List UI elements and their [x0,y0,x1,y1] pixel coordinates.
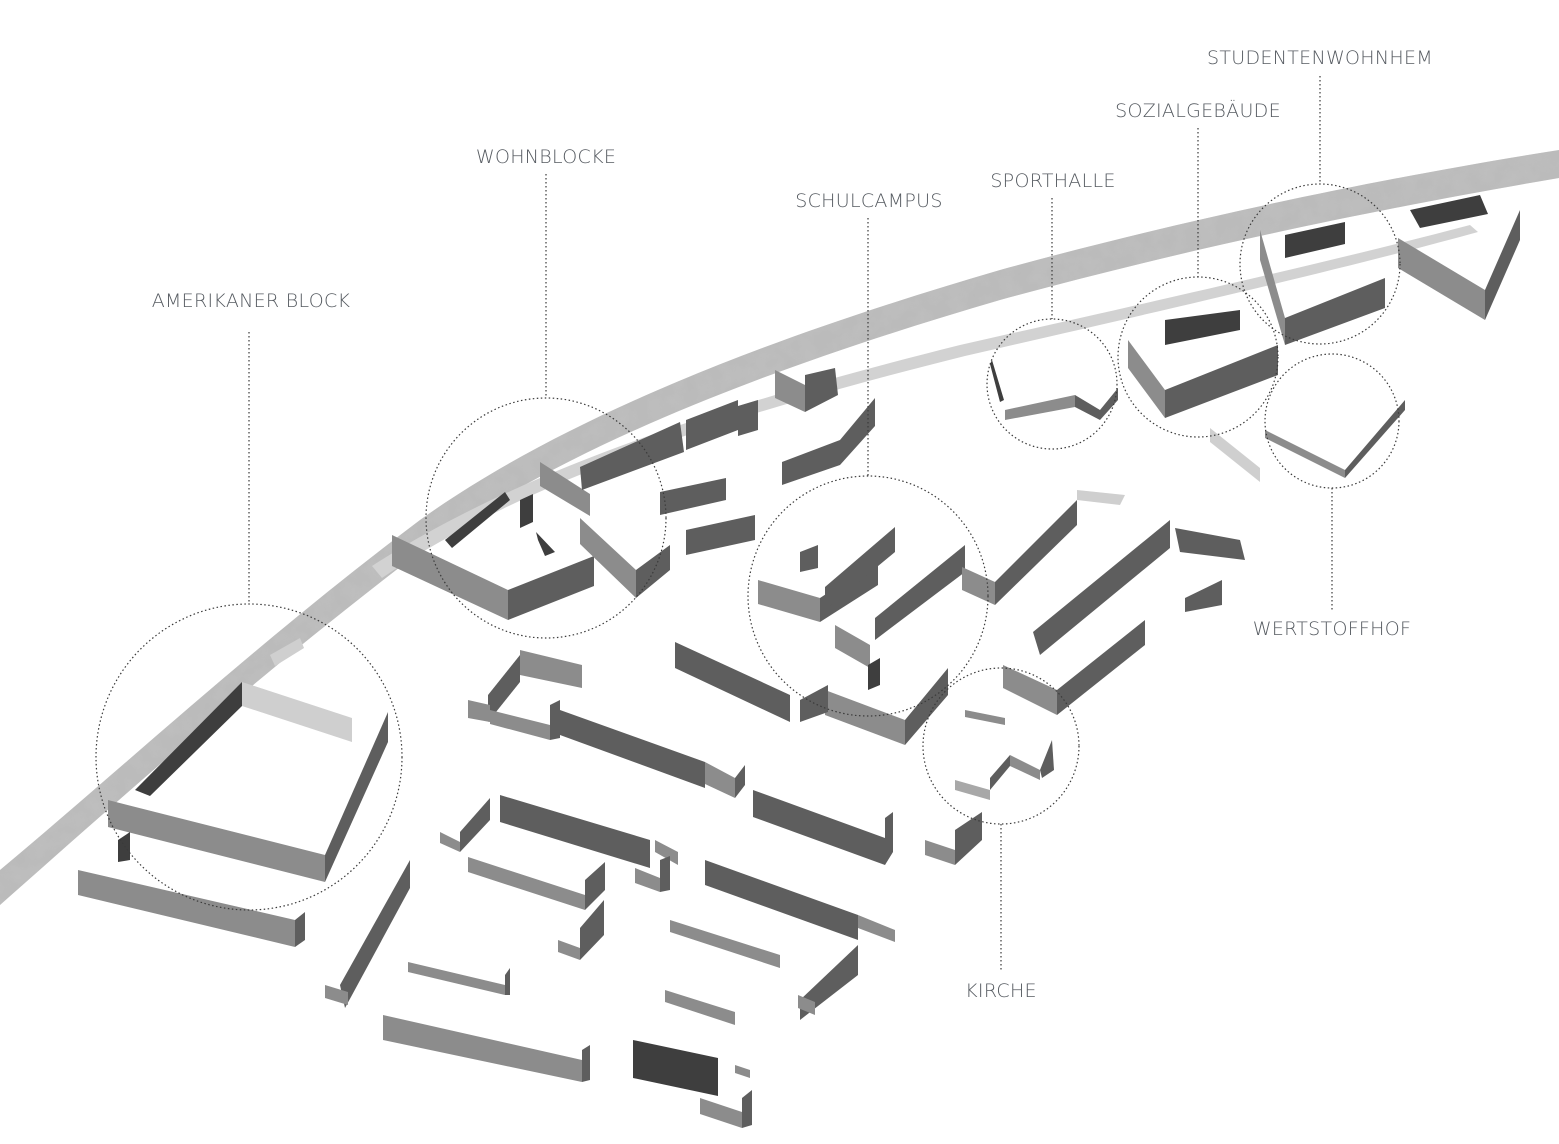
building-wertstoffhof [1265,400,1405,478]
building-kirche [955,710,1054,800]
river-band [0,150,1559,905]
label-schulcampus: SCHULCAMPUS [795,190,943,212]
building-sozialgebaeude [1128,310,1278,482]
label-amerikaner-block: AMERIKANER BLOCK [152,290,351,312]
building-row-4 [560,710,705,788]
label-sporthalle: SPORTHALLE [990,170,1115,192]
label-kirche: KIRCHE [965,980,1037,1002]
building-row-6 [753,790,885,865]
river-embankment [372,225,1478,578]
label-sozialgebaeude: SOZIALGEBÄUDE [1115,100,1281,122]
building-row-7 [705,860,858,940]
building-block-dark [633,1040,718,1096]
building-row-5 [500,795,650,868]
building-amerikaner-block [108,682,388,882]
label-wohnblocke: WOHNBLOCKE [476,146,616,168]
label-studentenwohnheim: STUDENTENWOHNHEM [1207,47,1433,69]
building-sporthalle [990,360,1118,420]
label-wertstoffhof: WERTSTOFFHOF [1253,618,1411,640]
building-row-2 [675,642,790,722]
building-row-9 [383,1015,582,1082]
building-row-8 [340,860,410,1008]
building-row-1 [78,870,295,947]
